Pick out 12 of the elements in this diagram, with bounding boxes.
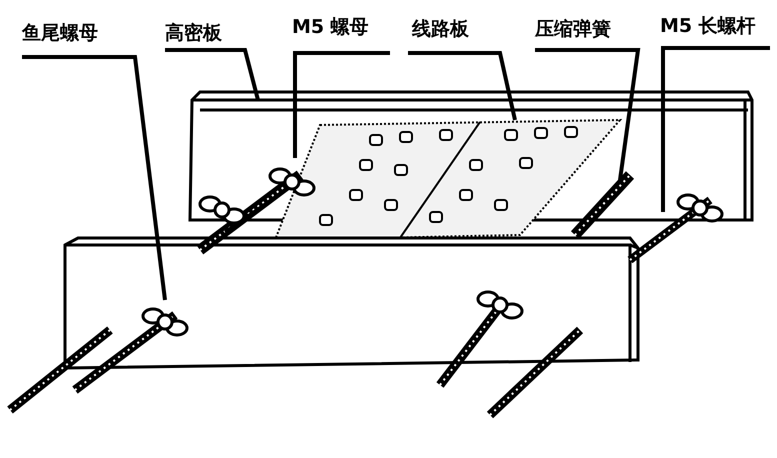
- leader-line: [22, 55, 167, 300]
- part-label: 鱼尾螺母: [22, 22, 98, 44]
- leader-line: [535, 48, 640, 180]
- leader-line: [661, 46, 770, 212]
- leader-line: [293, 51, 390, 158]
- part-label: 高密板: [165, 22, 222, 44]
- part-label: 线路板: [412, 18, 469, 40]
- part-label: M5 螺母: [292, 16, 369, 38]
- leader-line: [165, 48, 260, 100]
- leader-line: [408, 51, 517, 120]
- part-label: M5 长螺杆: [660, 15, 756, 37]
- part-label: 压缩弹簧: [535, 18, 611, 40]
